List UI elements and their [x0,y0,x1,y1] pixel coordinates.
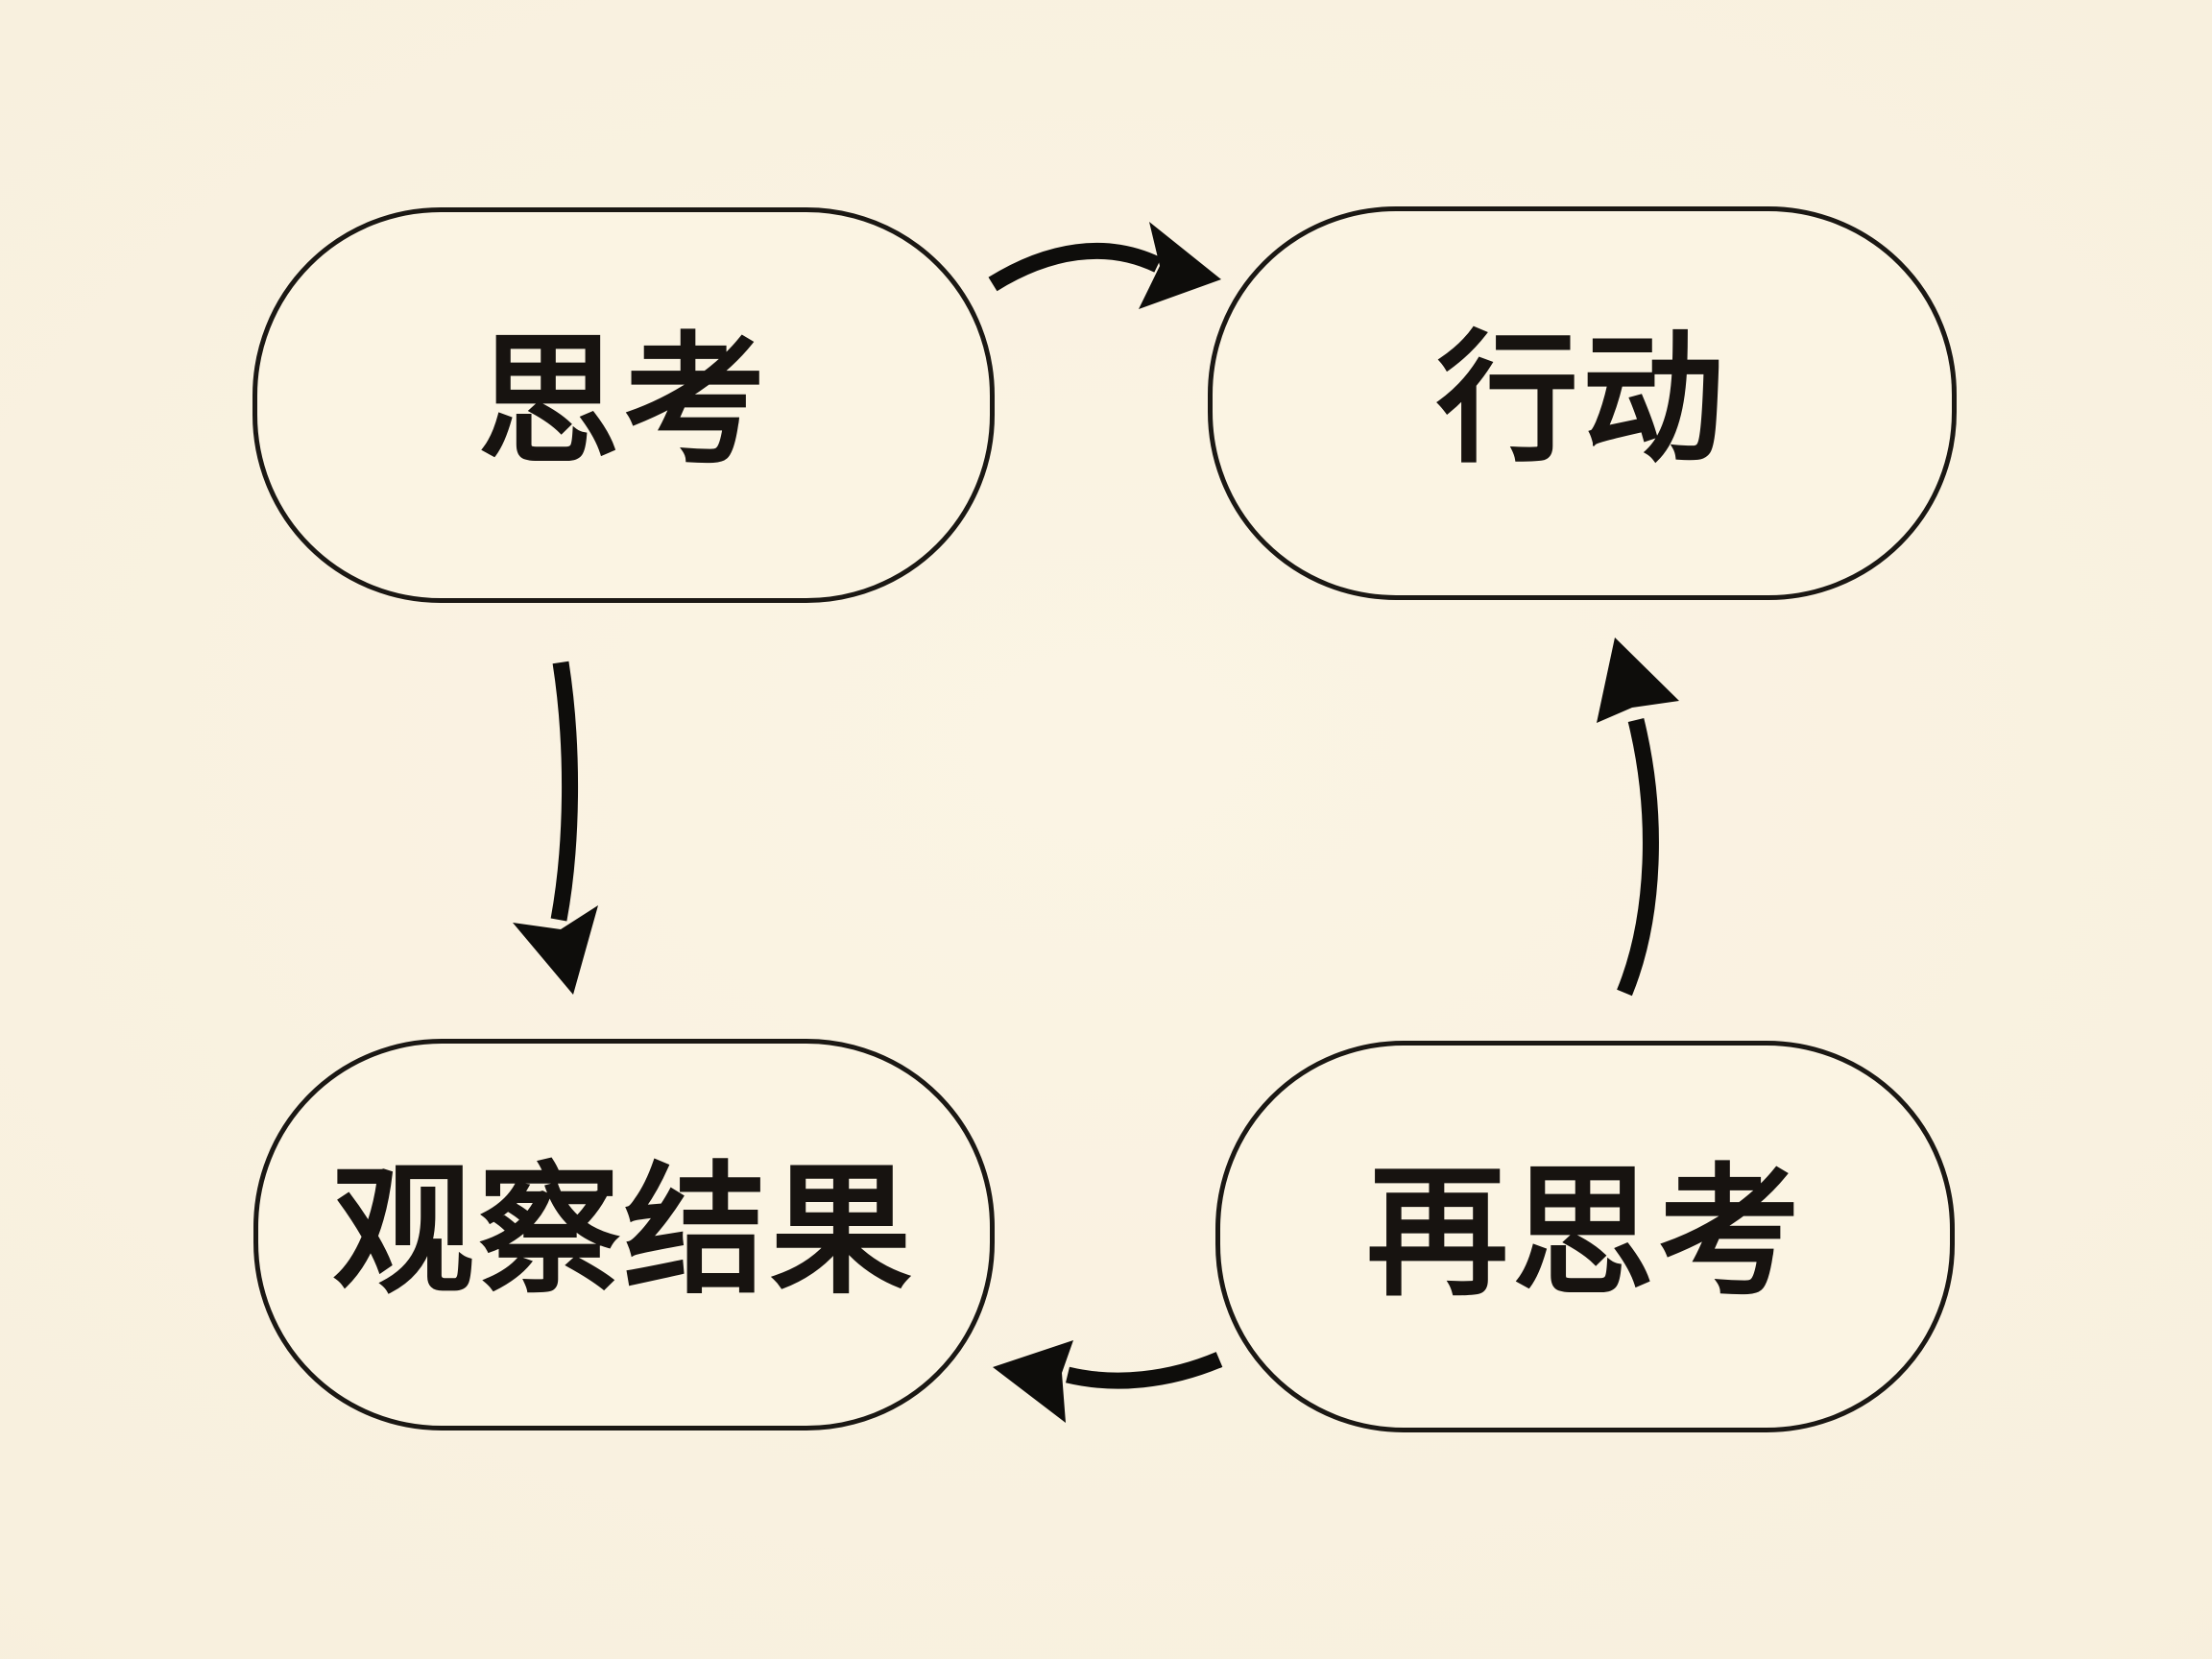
node-rethink: 再思考 [1215,1041,1955,1432]
node-rethink-label: 再思考 [1366,1150,1804,1315]
node-act-label: 行动 [1436,317,1728,482]
arrow-rethink-to-act [1597,637,1679,997]
arrow-rethink-to-observe [993,1340,1223,1423]
arrow-think-to-act [988,222,1221,309]
arrow-think-to-observe [513,661,598,995]
node-observe-label: 观察结果 [332,1148,916,1313]
node-observe: 观察结果 [253,1039,995,1431]
node-think: 思考 [252,207,995,603]
node-think-label: 思考 [477,319,770,484]
node-act: 行动 [1208,206,1957,600]
